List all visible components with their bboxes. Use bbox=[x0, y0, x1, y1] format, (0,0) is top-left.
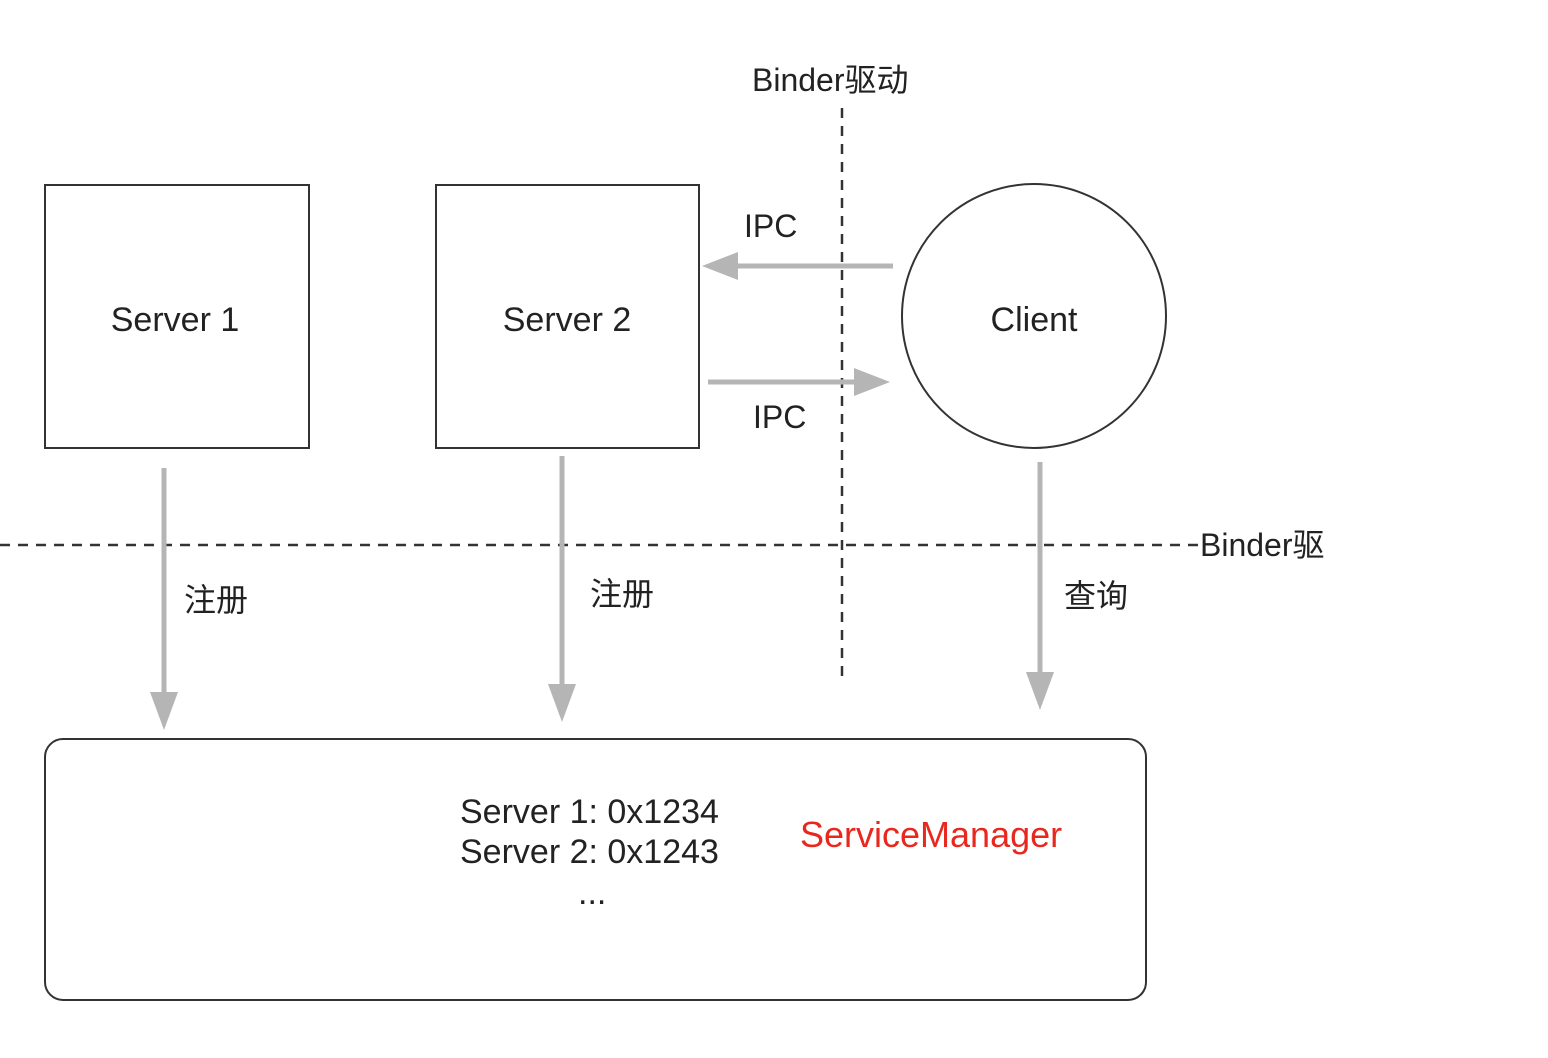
ipc-arrow-to-server-head bbox=[702, 252, 738, 280]
server1-label: Server 1 bbox=[110, 301, 240, 339]
ipc-label-bottom: IPC bbox=[753, 399, 807, 435]
ipc-label-top: IPC bbox=[744, 208, 798, 244]
client-circle bbox=[901, 183, 1167, 449]
vertical-boundary-label: Binder驱动 bbox=[752, 62, 909, 98]
horizontal-boundary-label: Binder驱 bbox=[1200, 527, 1325, 563]
registry-entry-server2: Server 2: 0x1243 bbox=[460, 833, 719, 871]
registry-entry-server1: Server 1: 0x1234 bbox=[460, 793, 719, 831]
register-arrow-1-head bbox=[150, 692, 178, 730]
service-manager-name: ServiceManager bbox=[800, 814, 1063, 855]
query-arrow-head bbox=[1026, 672, 1054, 710]
server2-label: Server 2 bbox=[502, 301, 632, 339]
register-label-2: 注册 bbox=[590, 576, 655, 612]
server2-box bbox=[435, 184, 700, 449]
client-label: Client bbox=[990, 301, 1078, 339]
ipc-arrow-to-client-head bbox=[854, 368, 890, 396]
register-label-1: 注册 bbox=[184, 582, 249, 618]
server1-box bbox=[44, 184, 310, 449]
query-label: 查询 bbox=[1064, 578, 1129, 614]
service-manager-box bbox=[44, 738, 1147, 1001]
registry-entry-ellipsis: ... bbox=[578, 874, 607, 912]
register-arrow-2-head bbox=[548, 684, 576, 722]
